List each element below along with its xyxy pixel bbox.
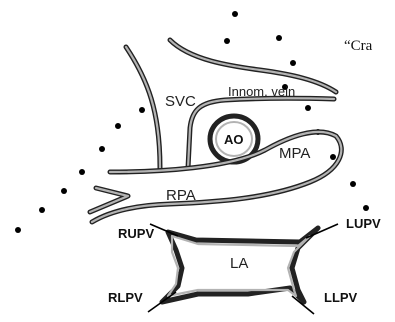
- mpa-label: MPA: [279, 145, 310, 162]
- boundary-dot: [350, 181, 356, 187]
- boundary-dot: [282, 84, 288, 90]
- boundary-dot: [15, 227, 21, 233]
- dotted-boundary-right: [276, 35, 369, 211]
- svc-label: SVC: [165, 93, 196, 110]
- innominate-vein-label: Innom. vein: [228, 84, 295, 99]
- aorta-label: AO: [224, 132, 244, 147]
- svc-vessel: [123, 44, 163, 171]
- boundary-dot: [276, 35, 282, 41]
- boundary-dot: [290, 60, 296, 66]
- left-atrium-chamber: [159, 225, 321, 305]
- boundary-dot: [139, 107, 145, 113]
- innominate-vein-vessel: [167, 37, 339, 171]
- lupv-arrow-icon: [305, 223, 339, 239]
- boundary-dot: [39, 207, 45, 213]
- cranial-label: “Cra: [344, 38, 373, 54]
- left-atrium-label: LA: [230, 255, 248, 272]
- dotted-boundary-left: [15, 11, 238, 233]
- boundary-dot: [79, 169, 85, 175]
- pulmonary-vein-arrows: [147, 223, 339, 315]
- rlpv-label: RLPV: [108, 290, 143, 305]
- llpv-arrow-icon: [291, 295, 315, 315]
- pulmonary-artery-vessel: [87, 129, 344, 225]
- boundary-dot: [224, 38, 230, 44]
- rlpv-arrow-icon: [147, 291, 177, 313]
- lupv-label: LUPV: [346, 216, 381, 231]
- boundary-dot: [115, 123, 121, 129]
- llpv-label: LLPV: [324, 290, 358, 305]
- boundary-dot: [99, 146, 105, 152]
- boundary-dot: [305, 105, 311, 111]
- rupv-label: RUPV: [118, 226, 154, 241]
- boundary-dot: [232, 11, 238, 17]
- boundary-dot: [363, 205, 369, 211]
- rupv-arrow-icon: [149, 223, 179, 237]
- rpa-label: RPA: [166, 187, 196, 204]
- boundary-dot: [61, 188, 67, 194]
- boundary-dot: [330, 154, 336, 160]
